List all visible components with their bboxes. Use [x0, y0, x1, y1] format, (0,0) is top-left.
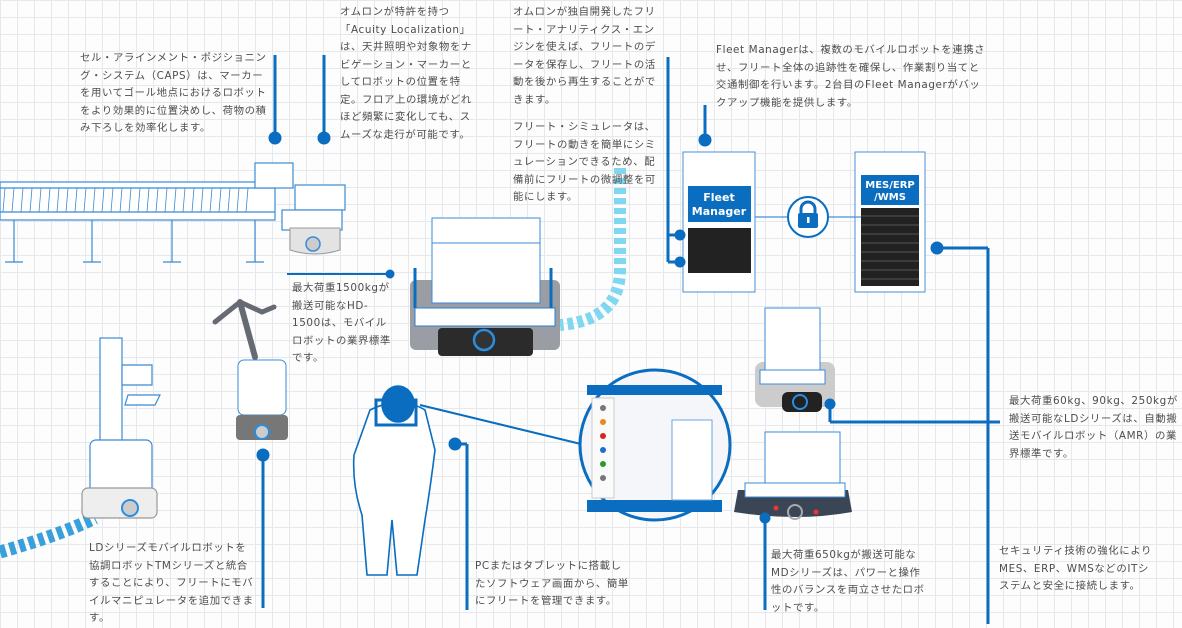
fleet-manager-label-1: Fleet: [703, 191, 734, 204]
callout-acuity: オムロンが特許を持つ「Acuity Localization」は、天井照明や対象…: [340, 6, 472, 141]
mes-erp-wms-server: [854, 151, 926, 293]
fleet-manager-server: [682, 151, 756, 293]
callout-simulator: フリート・シミュレータは、フリートの動きを簡単にシミュレーションできるため、配備…: [513, 121, 656, 203]
fleet-manager-label-2: Manager: [692, 205, 747, 218]
lock-icon: [755, 196, 861, 238]
callout-tm-manipulator: LDシリーズモバイルロボットを協調ロボットTMシリーズと統合することにより、フリ…: [89, 542, 254, 624]
md-robot: [734, 431, 852, 520]
path-dashes-bottom-left: [0, 512, 98, 559]
callout-caps: セル・アラインメント・ポジショニング・システム（CAPS）は、マーカーを用いてゴ…: [80, 52, 267, 134]
ld-column-robot: [81, 337, 161, 519]
mes-label-1: MES/ERP: [865, 180, 915, 191]
callout-analytics: オムロンが独自開発したフリート・アナリティクス・エンジンを使えば、フリートのデー…: [513, 6, 656, 106]
tm-robot: [212, 299, 288, 440]
callout-software: PCまたはタブレットに搭載したソフトウェア画面から、簡単にフリートを管理できます…: [475, 560, 629, 607]
callout-analytics-block: オムロンが独自開発したフリート・アナリティクス・エンジンを使えば、フリートのデー…: [513, 4, 665, 217]
path-dashes-curve: [559, 168, 626, 331]
person-operator: [352, 385, 436, 576]
mes-label-2: /WMS: [874, 192, 906, 203]
callout-md-series: 最大荷重650kgが搬送可能なMDシリーズは、パワーと操作性のバランスを両立させ…: [771, 549, 925, 614]
ld-robot-conveyor: [289, 227, 341, 255]
callout-security: セキュリティ技術の強化によりMES、ERP、WMSなどのITシステムと安全に接続…: [999, 545, 1153, 592]
callout-connectors: [256, 55, 1000, 624]
tablet-link-line: [419, 404, 586, 446]
callout-fleet-manager: Fleet Managerは、複数のモバイルロボットを連携させ、フリート全体の追…: [716, 44, 986, 109]
callout-ld-series: 最大荷重60kg、90kg、250kgが搬送可能なLDシリーズは、自動搬送モバイ…: [1009, 395, 1178, 460]
callout-hd1500: 最大荷重1500kgが搬送可能なHD-1500は、モバイルロボットの業界標準です…: [292, 282, 391, 364]
ld-robot-right: [755, 307, 835, 412]
software-screen-magnifier: [578, 368, 732, 522]
hd1500-robot: [410, 217, 560, 356]
conveyor-illustration: [0, 162, 346, 263]
